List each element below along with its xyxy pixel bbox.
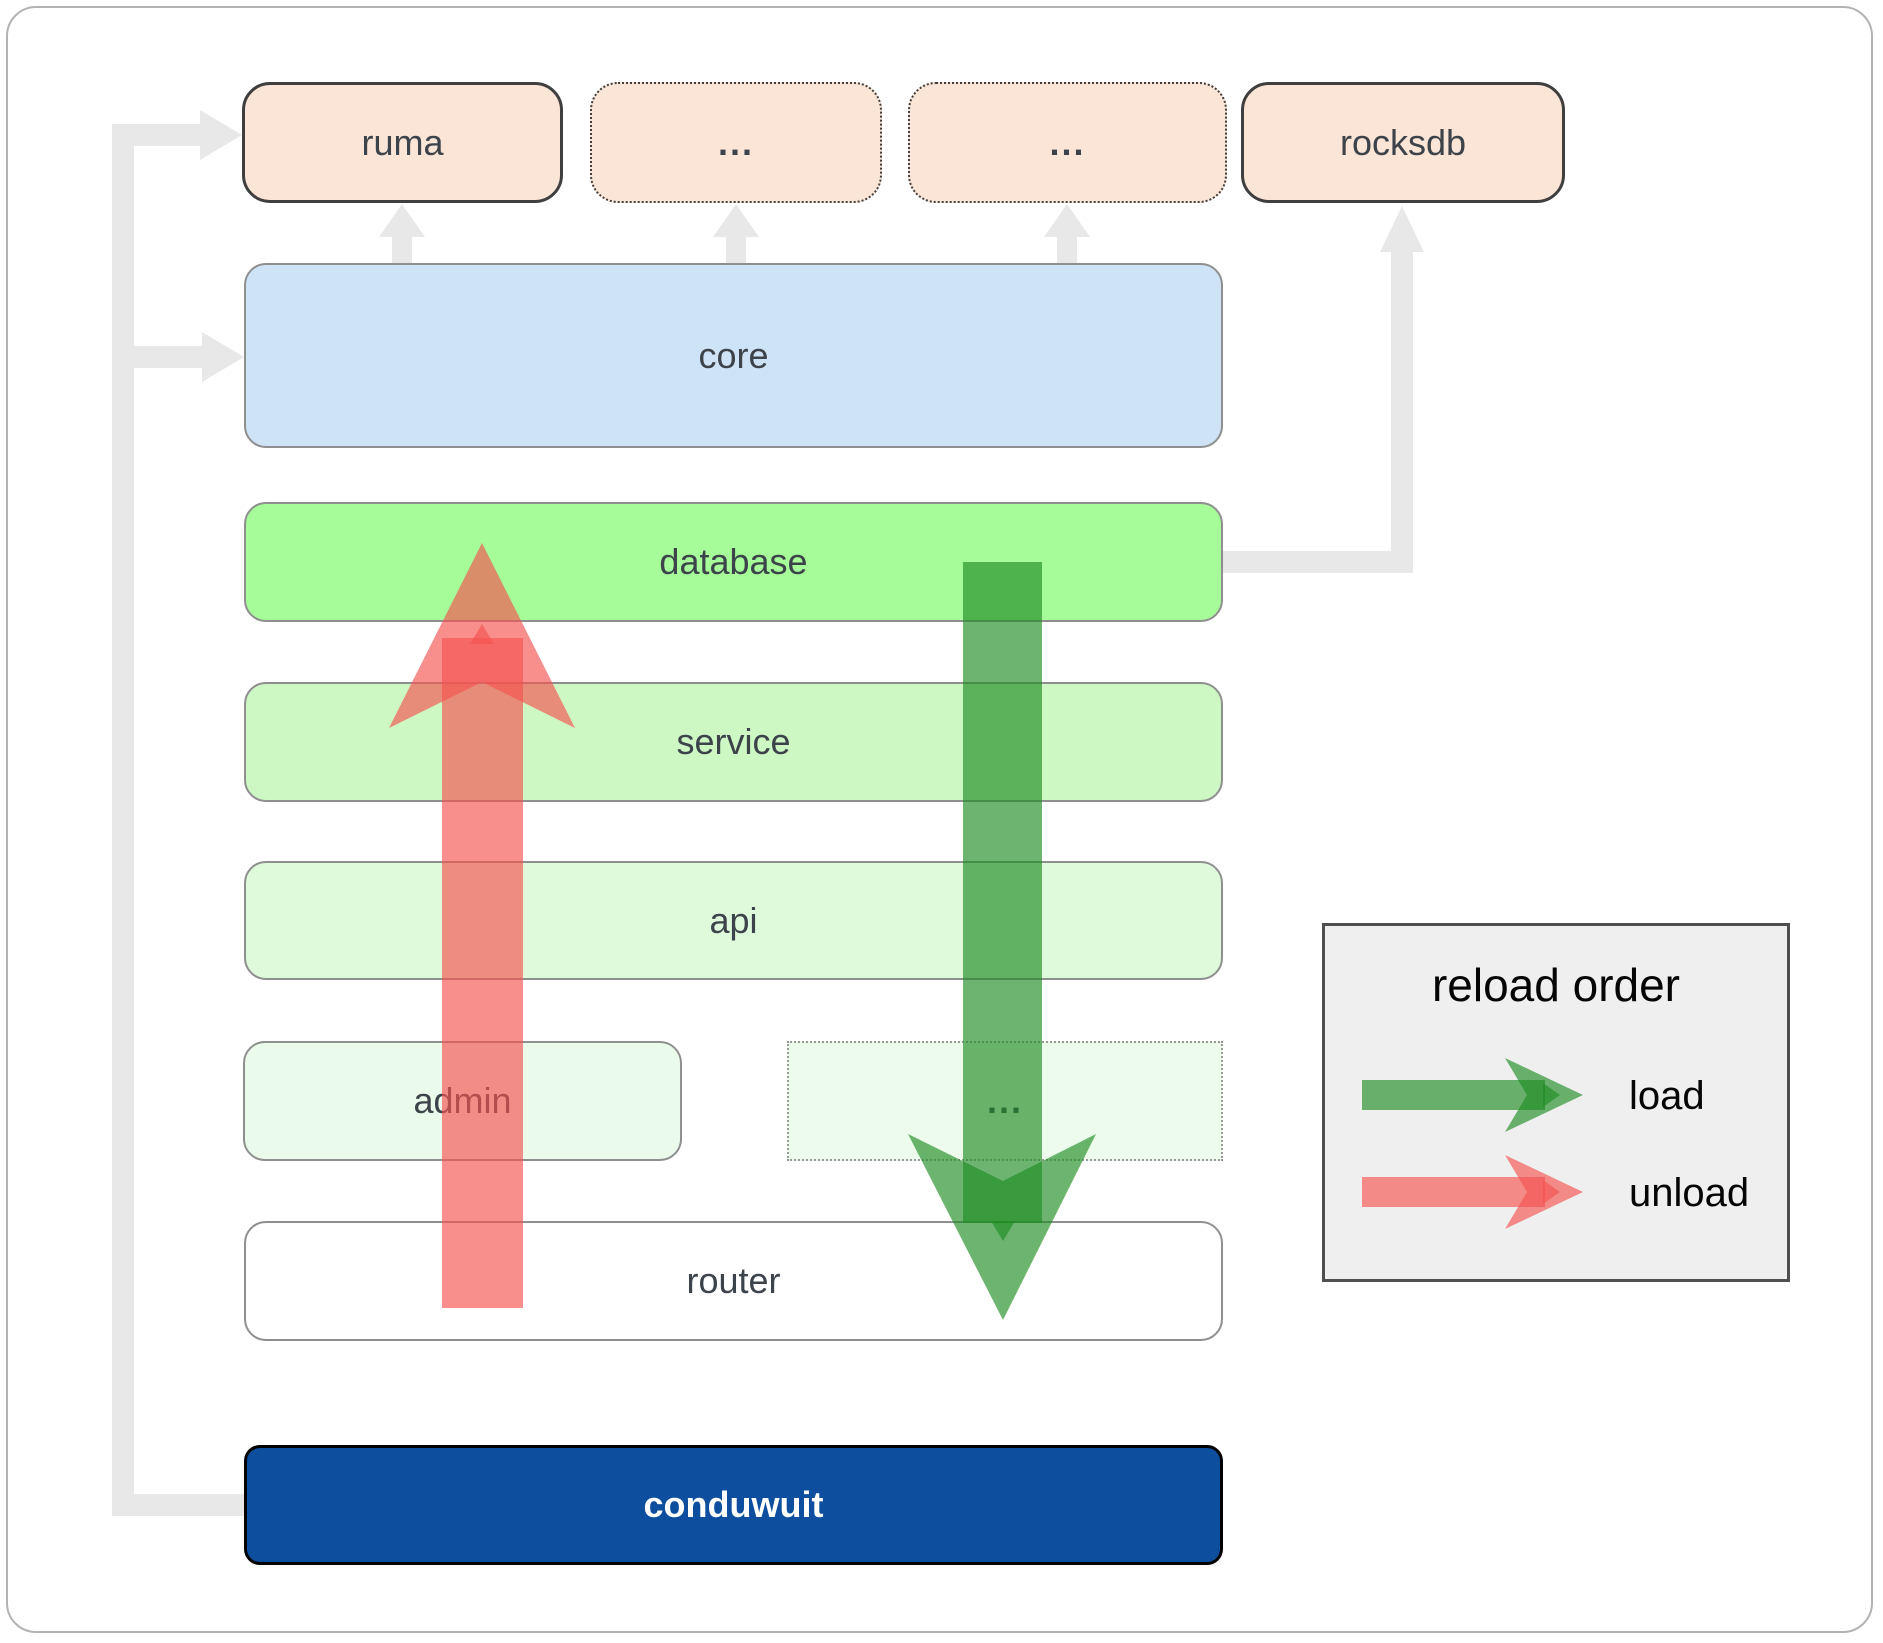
node-dependency-ellipsis-2: ... <box>908 82 1227 203</box>
node-service-label: service <box>676 721 791 762</box>
node-rocksdb: rocksdb <box>1241 82 1565 203</box>
legend-title: reload order <box>1431 959 1681 1011</box>
node-service: service <box>244 682 1223 802</box>
node-ruma-label: ruma <box>361 121 444 163</box>
node-database: database <box>244 502 1223 622</box>
node-router: router <box>244 1221 1223 1341</box>
diagram-outer-frame <box>6 6 1873 1633</box>
node-ruma: ruma <box>242 82 563 203</box>
node-router-label: router <box>686 1260 781 1301</box>
node-api-label: api <box>709 899 758 941</box>
legend-unload-label: unload <box>1629 1171 1750 1215</box>
node-service-ellipsis: ... <box>787 1041 1223 1161</box>
legend-load-label: load <box>1629 1074 1705 1118</box>
node-dependency-ellipsis-1: ... <box>590 82 882 203</box>
node-admin-label: admin <box>413 1080 512 1121</box>
node-ellipsis-label: ... <box>986 1080 1023 1121</box>
node-core-label: core <box>698 334 769 376</box>
node-admin: admin <box>243 1041 682 1161</box>
node-rocksdb-label: rocksdb <box>1339 121 1467 163</box>
node-core: core <box>244 263 1223 448</box>
node-ellipsis-label: ... <box>717 121 754 163</box>
node-conduwuit: conduwuit <box>244 1445 1223 1565</box>
node-api: api <box>244 861 1223 980</box>
node-ellipsis-label: ... <box>1049 121 1086 163</box>
node-database-label: database <box>659 541 808 582</box>
legend: reload order load unload <box>1322 923 1790 1282</box>
node-conduwuit-label: conduwuit <box>643 1484 824 1525</box>
